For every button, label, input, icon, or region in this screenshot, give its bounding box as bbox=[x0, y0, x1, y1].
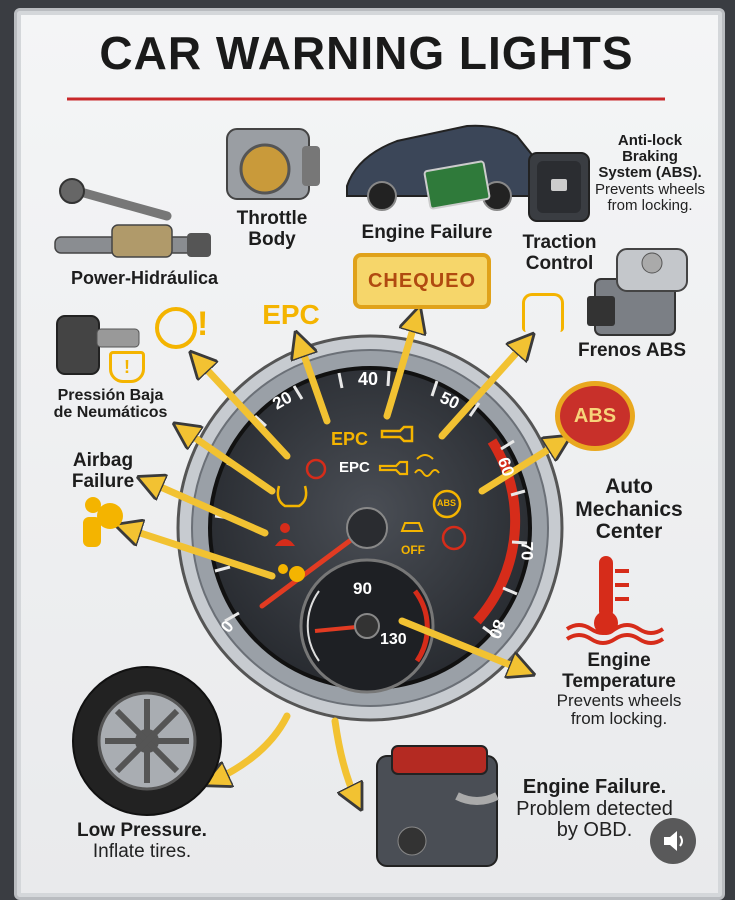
label-abs-line1: Anti-lock bbox=[617, 132, 683, 149]
tire-sensor-illustration bbox=[56, 315, 140, 375]
arrow-tire-bottom bbox=[213, 712, 291, 781]
dash-epc-yellow: EPC bbox=[331, 429, 369, 449]
throttle-body-illustration bbox=[226, 128, 320, 200]
label-engine-failure-bottom: Engine Failure. Problem detected by OBD. bbox=[507, 776, 682, 842]
label-engine-failure-top: Engine Failure bbox=[361, 222, 493, 243]
speedometer-gauge bbox=[176, 334, 564, 722]
dash-tire-pressure-icon bbox=[276, 485, 308, 508]
label-engine-bottom-line1: Engine Failure. bbox=[522, 776, 667, 798]
label-auto-mechanics-center: Auto Mechanics Center bbox=[569, 475, 689, 544]
label-frenos-abs: Frenos ABS bbox=[577, 340, 687, 361]
main-needle bbox=[259, 525, 370, 609]
label-abs-line5: from locking. bbox=[607, 196, 693, 214]
dash-engine-icon-yellow bbox=[380, 425, 414, 443]
arrow-airbag-a bbox=[147, 481, 269, 537]
dash-esc-off-label: OFF bbox=[401, 543, 425, 557]
dash-esc-off-icon bbox=[400, 522, 424, 532]
gauge-label-40: 40 bbox=[358, 369, 379, 389]
label-amc-line2: Mechanics bbox=[575, 497, 683, 521]
sub-gauge-label-130: 130 bbox=[380, 631, 407, 648]
label-amc-line1: Auto bbox=[605, 475, 653, 498]
abs-dash-button bbox=[528, 152, 590, 222]
gauge-label-70: 70 bbox=[517, 541, 537, 561]
label-temp-line2: Temperature bbox=[562, 670, 676, 692]
traction-control-icon bbox=[522, 293, 564, 332]
engine-temperature-icon bbox=[565, 556, 665, 645]
label-tire-pressure: Pressión Baja de Neumáticos bbox=[43, 387, 178, 422]
arrow-engine-bottom bbox=[331, 717, 357, 801]
label-temp-line3: Prevents wheels bbox=[556, 691, 682, 711]
arrow-airbag-b bbox=[125, 528, 276, 580]
arrow-steering bbox=[197, 359, 291, 460]
label-abs-line4: Prevents wheels bbox=[594, 180, 706, 198]
label-temp-line1: Engine bbox=[587, 650, 651, 671]
label-airbag-line2: Failure bbox=[71, 470, 135, 492]
abs-module-illustration bbox=[587, 248, 688, 336]
tire-pressure-warning-icon: ! bbox=[109, 351, 145, 383]
label-throttle-line2: Body bbox=[248, 228, 296, 250]
label-engine-temperature: Engine Temperature Prevents wheels from … bbox=[539, 650, 699, 729]
dash-engine-icon-small bbox=[378, 460, 409, 476]
dash-traction-icon bbox=[414, 454, 440, 477]
label-low-line1: Low Pressure. bbox=[77, 820, 207, 841]
arrow-tire bbox=[182, 429, 276, 495]
label-low-pressure: Low Pressure. Inflate tires. bbox=[62, 820, 222, 862]
label-throttle-line1: Throttle bbox=[236, 208, 308, 229]
arrow-abs bbox=[478, 441, 562, 495]
red-zone bbox=[473, 438, 521, 625]
label-engine-bottom-line3: by OBD. bbox=[556, 819, 633, 842]
label-throttle-body: Throttle Body bbox=[222, 208, 322, 250]
label-engine-bottom-line2: Problem detected bbox=[516, 797, 673, 820]
label-tire-line1: Pressión Baja bbox=[57, 387, 164, 404]
steering-warning-mark: ! bbox=[197, 305, 209, 343]
airbag-warning-icon bbox=[75, 497, 125, 553]
label-tire-line2: de Neumáticos bbox=[53, 404, 168, 422]
dash-brake-icon-right bbox=[441, 525, 467, 551]
label-abs-line3: System (ABS). bbox=[598, 164, 702, 182]
label-abs-description: Anti-lock Braking System (ABS). Prevents… bbox=[585, 132, 715, 214]
car-ecu-illustration bbox=[346, 124, 554, 211]
volume-button[interactable] bbox=[650, 818, 696, 864]
dash-abs-icon bbox=[432, 489, 462, 519]
steering-warning-icon bbox=[155, 307, 197, 349]
page-title: CAR WARNING LIGHTS bbox=[99, 27, 634, 79]
label-temp-line4: from locking. bbox=[570, 709, 668, 729]
speaker-icon bbox=[664, 831, 683, 851]
dash-seatbelt-icon bbox=[280, 523, 290, 533]
label-abs-line2: Braking bbox=[622, 148, 678, 166]
arrow-traction bbox=[438, 341, 527, 440]
infographic-board: CAR WARNING LIGHTS Power-Hidráulica Thro… bbox=[14, 8, 725, 900]
label-traction-line2: Control bbox=[525, 252, 594, 274]
label-traction-line1: Traction bbox=[522, 232, 597, 253]
dash-airbag-icon bbox=[278, 564, 288, 574]
power-steering-illustration bbox=[54, 178, 211, 258]
tire-illustration bbox=[72, 666, 222, 816]
pointer-arrows bbox=[125, 316, 562, 801]
label-airbag-line1: Airbag bbox=[72, 450, 134, 471]
diagram-canvas bbox=[54, 97, 688, 867]
abs-warning-label: ABS bbox=[573, 404, 617, 427]
chequeo-engine-icon: CHEQUEO bbox=[353, 253, 491, 309]
label-amc-line3: Center bbox=[595, 520, 663, 544]
label-airbag-failure: Airbag Failure bbox=[53, 450, 153, 492]
dash-icons bbox=[275, 425, 467, 582]
engine-block-illustration bbox=[376, 745, 499, 867]
abs-warning-icon: ABS bbox=[555, 381, 635, 451]
needle-hub bbox=[346, 507, 388, 549]
label-power-hidraulica: Power-Hidráulica bbox=[70, 268, 219, 288]
chequeo-label: CHEQUEO bbox=[367, 269, 477, 292]
arrow-chequeo bbox=[383, 316, 417, 420]
sub-gauge-label-90: 90 bbox=[353, 579, 372, 598]
dash-brake-icon-red bbox=[305, 458, 327, 480]
label-low-line2: Inflate tires. bbox=[92, 840, 192, 862]
arrow-temperature bbox=[398, 617, 525, 671]
label-traction-control: Traction Control bbox=[507, 232, 612, 274]
dash-epc-white: EPC bbox=[339, 459, 370, 476]
epc-icon: EPC bbox=[262, 299, 320, 330]
dash-abs-small: ABS bbox=[437, 498, 457, 508]
arrow-epc bbox=[299, 341, 331, 425]
